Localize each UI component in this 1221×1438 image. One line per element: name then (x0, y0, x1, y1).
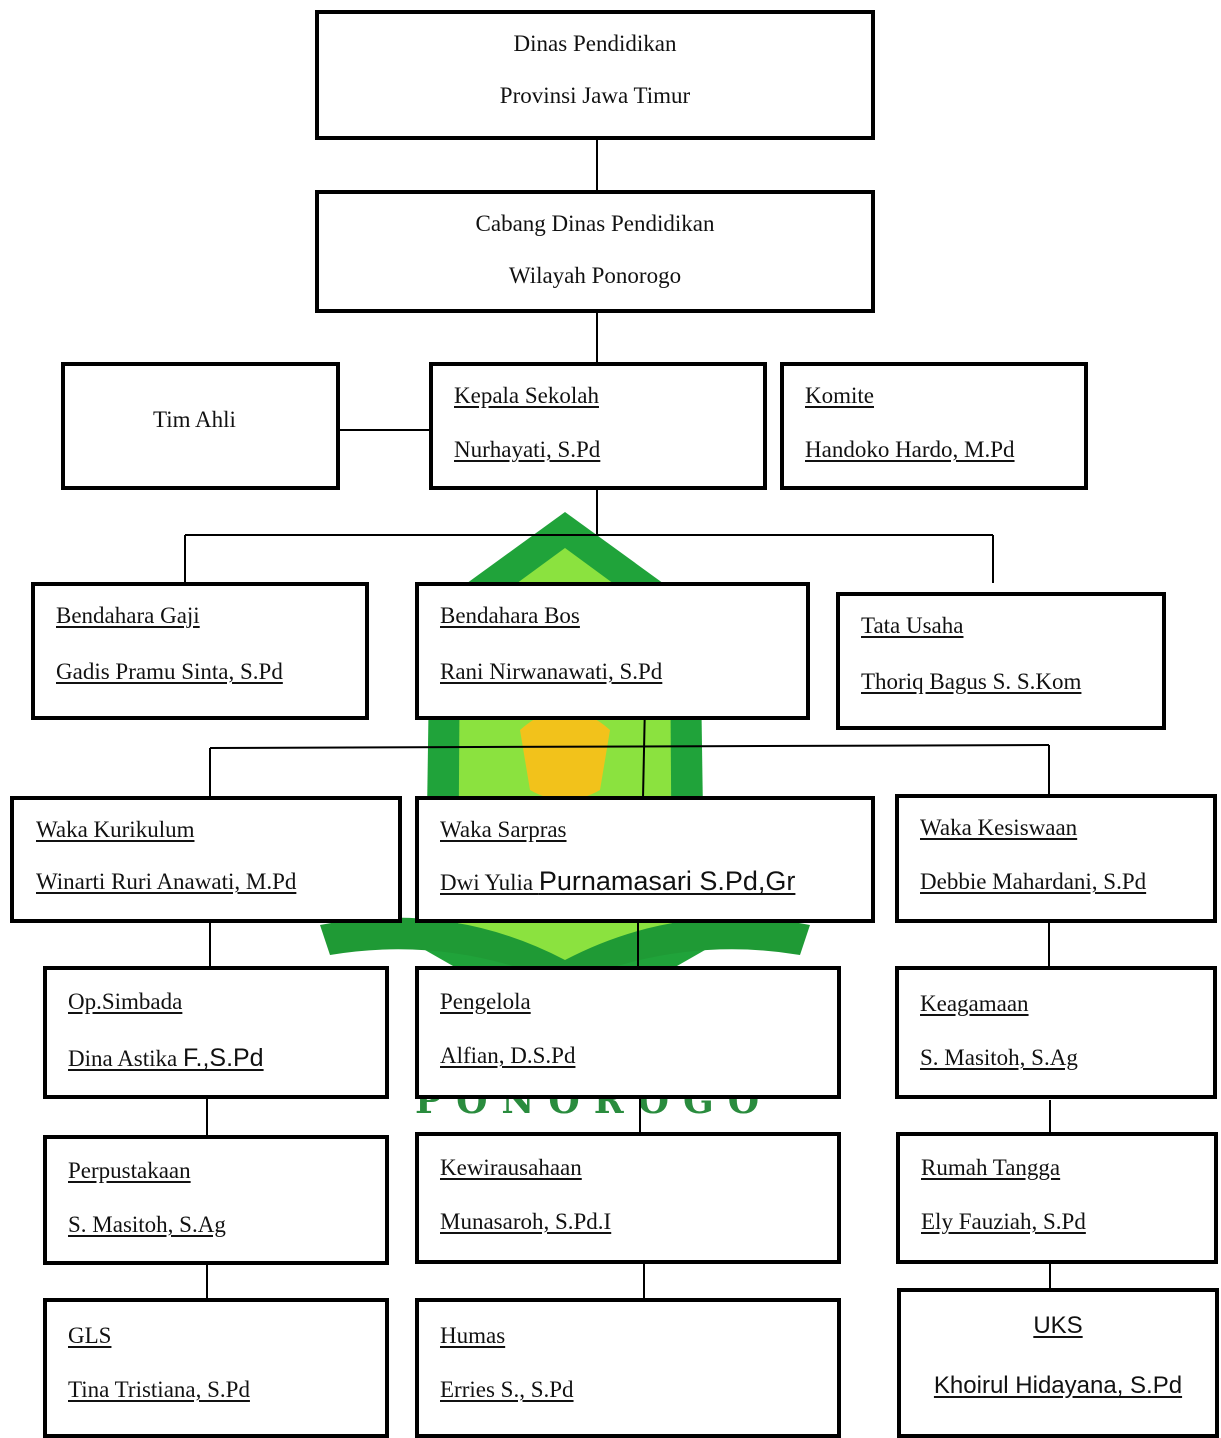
kepala-sekolah-box: Kepala Sekolah Nurhayati, S.Pd (429, 362, 767, 490)
uks-box: UKS Khoirul Hidayana, S.Pd (897, 1288, 1219, 1438)
waka-sarpras-box: Waka Sarpras Dwi Yulia Purnamasari S.Pd,… (415, 796, 875, 923)
perpustakaan-role: Perpustakaan (68, 1158, 191, 1183)
komite-role: Komite (805, 383, 874, 408)
waka-kurikulum-name: Winarti Ruri Anawati, M.Pd (36, 869, 297, 894)
perpustakaan-box: Perpustakaan S. Masitoh, S.Ag (43, 1135, 389, 1265)
rumah-tangga-box: Rumah Tangga Ely Fauziah, S.Pd (896, 1132, 1218, 1264)
perpustakaan-name: S. Masitoh, S.Ag (68, 1212, 226, 1237)
bendahara-bos-box: Bendahara Bos Rani Nirwanawati, S.Pd (415, 582, 810, 720)
bendahara-bos-role: Bendahara Bos (440, 603, 580, 628)
op-simbada-name-part1: Dina Astika (68, 1046, 183, 1071)
waka-kesiswaan-box: Waka Kesiswaan Debbie Mahardani, S.Pd (895, 794, 1217, 923)
komite-box: Komite Handoko Hardo, M.Pd (780, 362, 1088, 490)
gls-role: GLS (68, 1323, 112, 1348)
op-simbada-name-part2: F.,S.Pd (183, 1044, 264, 1072)
waka-kesiswaan-name: Debbie Mahardani, S.Pd (920, 869, 1147, 894)
dinas-line2: Provinsi Jawa Timur (499, 83, 691, 108)
dinas-line1: Dinas Pendidikan (513, 31, 677, 56)
cabang-line1: Cabang Dinas Pendidikan (475, 211, 715, 236)
kewirausahaan-name: Munasaroh, S.Pd.I (440, 1209, 612, 1234)
waka-sarpras-role: Waka Sarpras (440, 817, 567, 842)
pengelola-name: Alfian, D.S.Pd (440, 1043, 576, 1068)
humas-box: Humas Erries S., S.Pd (415, 1298, 841, 1438)
op-simbada-role: Op.Simbada (68, 989, 183, 1014)
op-simbada-name: Dina Astika F.,S.Pd (68, 1046, 264, 1071)
waka-kurikulum-box: Waka Kurikulum Winarti Ruri Anawati, M.P… (10, 796, 402, 923)
keagamaan-box: Keagamaan S. Masitoh, S.Ag (895, 966, 1217, 1099)
waka-kesiswaan-role: Waka Kesiswaan (920, 815, 1078, 840)
pengelola-box: Pengelola Alfian, D.S.Pd (415, 966, 841, 1099)
rumah-tangga-role: Rumah Tangga (921, 1155, 1061, 1180)
gls-box: GLS Tina Tristiana, S.Pd (43, 1298, 389, 1438)
logo-emblem (520, 710, 610, 800)
uks-role: UKS (1033, 1312, 1083, 1339)
bendahara-gaji-role: Bendahara Gaji (56, 603, 200, 628)
waka-sarpras-name: Dwi Yulia Purnamasari S.Pd,Gr (440, 868, 795, 895)
gls-name: Tina Tristiana, S.Pd (68, 1377, 250, 1402)
komite-name: Handoko Hardo, M.Pd (805, 437, 1015, 462)
humas-role: Humas (440, 1323, 506, 1348)
pengelola-role: Pengelola (440, 989, 531, 1014)
tata-usaha-box: Tata Usaha Thoriq Bagus S. S.Kom (836, 592, 1166, 730)
bendahara-bos-name: Rani Nirwanawati, S.Pd (440, 659, 663, 684)
kewirausahaan-role: Kewirausahaan (440, 1155, 582, 1180)
uks-name: Khoirul Hidayana, S.Pd (933, 1372, 1183, 1399)
kepala-role: Kepala Sekolah (454, 383, 599, 408)
cabang-line2: Wilayah Ponorogo (508, 263, 682, 288)
waka-kurikulum-role: Waka Kurikulum (36, 817, 195, 842)
humas-name: Erries S., S.Pd (440, 1377, 574, 1402)
cabang-dinas-box: Cabang Dinas Pendidikan Wilayah Ponorogo (315, 190, 875, 313)
op-simbada-box: Op.Simbada Dina Astika F.,S.Pd (43, 966, 389, 1099)
waka-sarpras-name-part1: Dwi Yulia (440, 870, 539, 895)
bendahara-gaji-box: Bendahara Gaji Gadis Pramu Sinta, S.Pd (31, 582, 369, 720)
tata-usaha-name: Thoriq Bagus S. S.Kom (861, 669, 1082, 694)
tata-usaha-role: Tata Usaha (861, 613, 964, 638)
bendahara-gaji-name: Gadis Pramu Sinta, S.Pd (56, 659, 283, 684)
tim-ahli-label: Tim Ahli (153, 407, 236, 432)
kepala-name: Nurhayati, S.Pd (454, 437, 601, 462)
keagamaan-name: S. Masitoh, S.Ag (920, 1045, 1078, 1070)
waka-sarpras-name-part2: Purnamasari S.Pd,Gr (538, 866, 796, 896)
rumah-tangga-name: Ely Fauziah, S.Pd (921, 1209, 1086, 1234)
dinas-pendidikan-box: Dinas Pendidikan Provinsi Jawa Timur (315, 10, 875, 140)
kewirausahaan-box: Kewirausahaan Munasaroh, S.Pd.I (415, 1132, 841, 1264)
keagamaan-role: Keagamaan (920, 991, 1029, 1016)
logo-book (320, 917, 810, 985)
tim-ahli-box: Tim Ahli (61, 362, 340, 490)
